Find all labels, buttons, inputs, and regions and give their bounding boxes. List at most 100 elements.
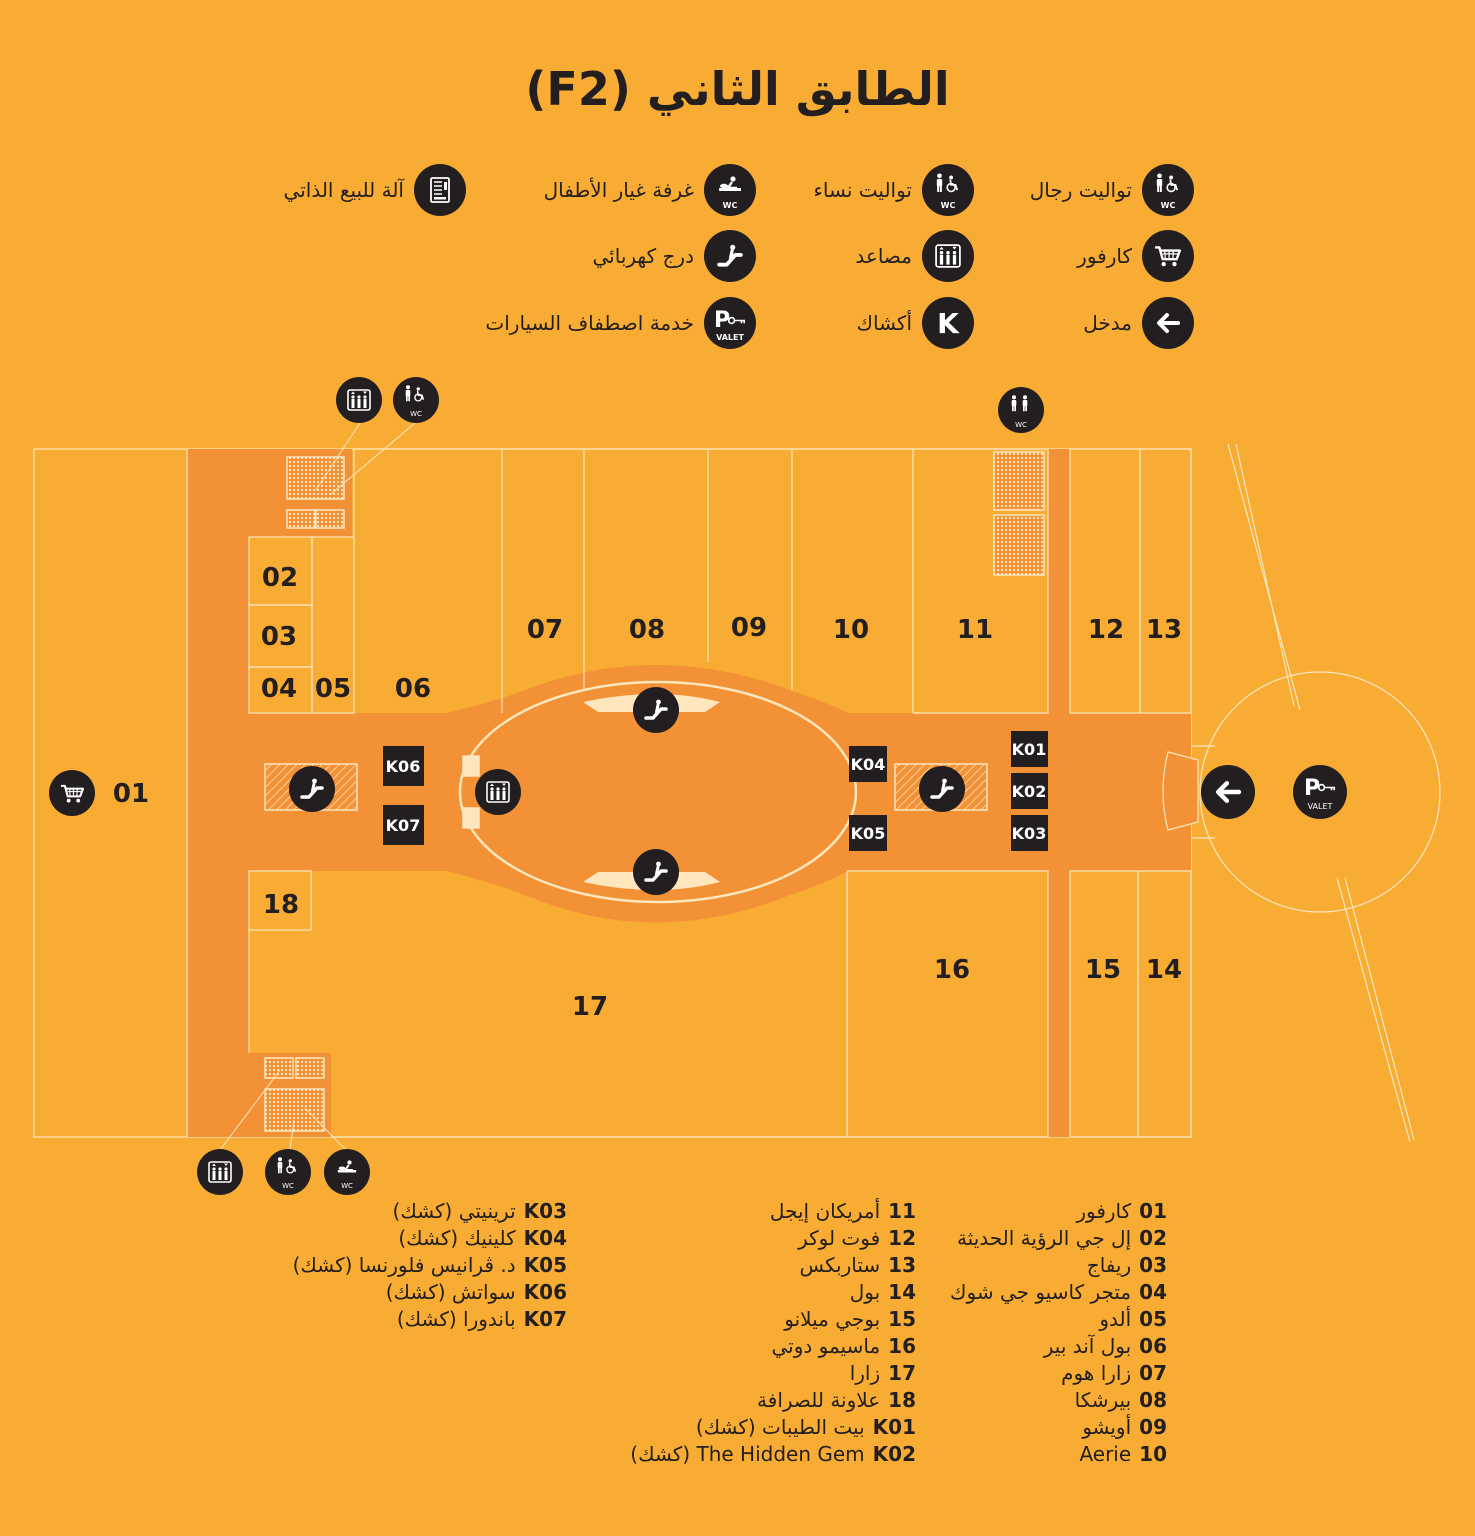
svg-text:WC: WC: [341, 1182, 353, 1190]
elevator-icon: [922, 230, 974, 282]
legend-entrance: مدخل: [1060, 297, 1194, 349]
directory-store-name: ألدو: [1099, 1307, 1132, 1331]
directory-code: K07: [523, 1307, 567, 1331]
directory-store-name: زارا هوم: [1061, 1361, 1132, 1385]
directory-code: 04: [1139, 1280, 1167, 1304]
legend-elevators: مصاعد: [820, 230, 974, 282]
legend-label: خدمة اصطفاف السيارات: [485, 311, 694, 335]
directory-code: K04: [523, 1226, 567, 1250]
directory-code: 08: [1139, 1388, 1167, 1412]
directory-code: 05: [1139, 1307, 1167, 1331]
directory-entry: 08 بيرشكا: [935, 1387, 1167, 1414]
unit-15: 15: [1085, 955, 1121, 985]
vending-machine-icon: [414, 164, 466, 216]
directory-entry: 06 بول آند بير: [935, 1333, 1167, 1360]
unit-17: 17: [572, 992, 608, 1022]
directory-store-name: أمريكان إيجل: [769, 1199, 881, 1223]
unit-01: 01: [113, 779, 149, 809]
unit-outlines: [186, 443, 1441, 1143]
unit-14: 14: [1146, 955, 1182, 985]
directory-code: 06: [1139, 1334, 1167, 1358]
legend-kiosks: K أكشاك: [840, 297, 974, 349]
page-title: الطابق الثاني (F2): [525, 62, 950, 116]
directory-entry: 16 ماسيمو دوتي: [600, 1333, 917, 1360]
directory-store-name: إل جي الرؤية الحديثة: [956, 1226, 1132, 1250]
directory-store-name: بيرشكا: [1074, 1388, 1132, 1412]
directory-code: 07: [1139, 1361, 1167, 1385]
directory-store-name: ماسيمو دوتي: [771, 1334, 881, 1358]
wheelchair-wc-icon: WC: [393, 377, 439, 423]
directory-store-name: ترينيتي (كشك): [392, 1199, 516, 1223]
men-wc-icon: WC: [1142, 164, 1194, 216]
svg-text:P: P: [714, 308, 730, 333]
directory-code: K05: [523, 1253, 567, 1277]
unit-09: 09: [731, 613, 767, 643]
svg-text:WC: WC: [1161, 201, 1176, 210]
directory-code: 16: [888, 1334, 916, 1358]
escalator-icon: [704, 230, 756, 282]
unit-06: 06: [395, 674, 431, 704]
unit-18: 18: [263, 890, 299, 920]
svg-text:K: K: [937, 307, 960, 340]
directory-code: 11: [888, 1199, 916, 1223]
kiosk-k01: K01: [1012, 740, 1047, 759]
cart-icon: [49, 770, 95, 816]
directory-store-name: متجر كاسيو جي شوك: [950, 1280, 1132, 1304]
directory-code: 14: [888, 1280, 916, 1304]
leader-lines: [219, 422, 416, 1151]
directory-store-name: زارا: [849, 1361, 881, 1385]
wheelchair-wc-icon: WC: [265, 1149, 311, 1195]
directory-store-name: ستاربكس: [799, 1253, 881, 1277]
svg-text:WC: WC: [1015, 421, 1027, 429]
legend-carrefour: كارفور: [1040, 230, 1194, 282]
directory-store-name: بول آند بير: [1043, 1334, 1132, 1358]
directory-code: 02: [1139, 1226, 1167, 1250]
directory-code: 10: [1139, 1442, 1167, 1466]
entrance-arrow-icon: [1201, 765, 1255, 819]
directory-code: 03: [1139, 1253, 1167, 1277]
unit-12: 12: [1088, 615, 1124, 645]
escalator-icon: [919, 766, 965, 812]
directory-code: K01: [872, 1415, 916, 1439]
map-markers: WC WC WC WC P: [49, 377, 1347, 1195]
kiosk-group: K06 K07 K04 K05 K01 K02 K03: [383, 731, 1048, 851]
directory-store-name: بول: [849, 1280, 881, 1304]
legend-vending: آلة للبيع الذاتي: [270, 164, 466, 216]
directory-store-name: The Hidden Gem (كشك): [630, 1442, 865, 1466]
legend-label: درج كهربائي: [592, 244, 694, 268]
legend-label: آلة للبيع الذاتي: [283, 178, 404, 202]
arrow-left-icon: [1142, 297, 1194, 349]
directory-store-name: كلينيك (كشك): [398, 1226, 516, 1250]
men-wc-icon: WC: [998, 387, 1044, 433]
unit-10: 10: [833, 615, 869, 645]
directory-code: K03: [523, 1199, 567, 1223]
legend-label: أكشاك: [856, 311, 913, 335]
legend-label: غرفة غيار الأطفال: [543, 178, 694, 202]
escalator-icon: [289, 766, 335, 812]
legend-label: كارفور: [1077, 244, 1132, 268]
kiosk-k06: K06: [386, 757, 421, 776]
unit-02: 02: [262, 563, 298, 593]
escalator-icon: [633, 687, 679, 733]
kiosk-k03: K03: [1012, 824, 1047, 843]
directory-code: 15: [888, 1307, 916, 1331]
legend-baby-change: WC غرفة غيار الأطفال: [520, 164, 756, 216]
valet-icon: P VALET: [1293, 765, 1347, 819]
unit-03: 03: [261, 622, 297, 652]
unit-08: 08: [629, 615, 665, 645]
directory-code: 12: [888, 1226, 916, 1250]
unit-04: 04: [261, 674, 297, 704]
directory-store-name: سواتش (كشك): [385, 1280, 516, 1304]
